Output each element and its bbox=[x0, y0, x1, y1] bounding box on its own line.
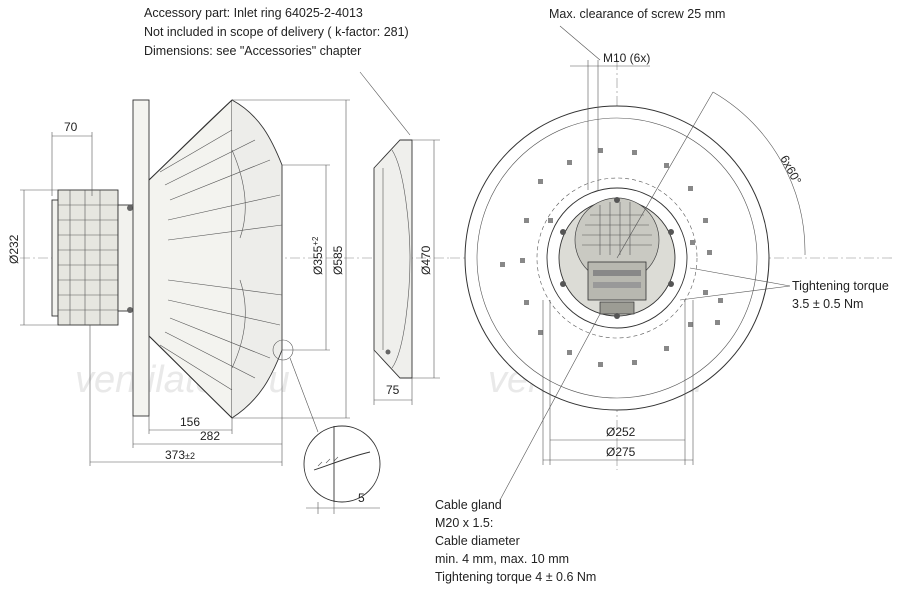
torque-note-1: Tightening torque bbox=[792, 279, 889, 293]
clearance-leader bbox=[559, 25, 601, 61]
cable-gland-leader bbox=[499, 313, 601, 501]
dim-156-label: 156 bbox=[180, 415, 200, 429]
svg-text:Ø355+2: Ø355+2 bbox=[311, 236, 325, 275]
angle-label: 6x60° bbox=[777, 153, 804, 187]
bolt-circle bbox=[536, 177, 698, 339]
inlet-ring bbox=[373, 139, 413, 379]
gland-note-3: Cable diameter bbox=[435, 534, 520, 548]
screw-icon bbox=[385, 349, 391, 355]
dim-470-label: Ø470 bbox=[419, 245, 433, 275]
screw-icon bbox=[560, 229, 566, 235]
m10-label: M10 (6x) bbox=[603, 51, 650, 65]
torque-note-2: 3.5 ± 0.5 Nm bbox=[792, 297, 864, 311]
dim-275-label: Ø275 bbox=[606, 445, 636, 459]
dim-585-label: Ø585 bbox=[331, 245, 345, 275]
cable-gland bbox=[599, 301, 635, 315]
dim-373-label: 373 bbox=[165, 448, 185, 462]
angle-arc bbox=[712, 91, 806, 256]
front-view: M10 (6x) 6x60° Ø252 Ø275 bbox=[450, 25, 892, 501]
accessory-note-3: Dimensions: see "Accessories" chapter bbox=[144, 44, 362, 58]
gland-note-1: Cable gland bbox=[435, 498, 502, 512]
dim-232-label: Ø232 bbox=[7, 234, 21, 264]
terminal-box bbox=[587, 261, 647, 301]
gland-note-5: Tightening torque 4 ± 0.6 Nm bbox=[435, 570, 597, 584]
dim-5-label: 5 bbox=[358, 491, 365, 505]
back-plate bbox=[132, 99, 150, 417]
dim-355-label: Ø355 bbox=[311, 245, 325, 275]
screw-icon bbox=[560, 281, 566, 287]
blade-markers bbox=[500, 148, 723, 367]
screw-icon bbox=[668, 229, 674, 235]
gland-note-2: M20 x 1.5: bbox=[435, 516, 494, 530]
svg-text:373±2: 373±2 bbox=[165, 448, 195, 462]
clearance-note: Max. clearance of screw 25 mm bbox=[549, 7, 726, 21]
dim-355-tolerance: +2 bbox=[311, 236, 320, 246]
accessory-note-1: Accessory part: Inlet ring 64025-2-4013 bbox=[144, 6, 363, 20]
dim-70-label: 70 bbox=[64, 120, 78, 134]
accessory-leader bbox=[359, 71, 411, 136]
gland-note-4: min. 4 mm, max. 10 mm bbox=[435, 552, 570, 566]
side-view: 70 Ø232 Ø355+2 Ø585 Ø470 bbox=[7, 71, 450, 514]
shroud bbox=[231, 99, 283, 419]
motor-body bbox=[57, 189, 119, 326]
dim-373-tolerance: ±2 bbox=[185, 451, 195, 461]
dim-75-label: 75 bbox=[386, 383, 400, 397]
dim-282-label: 282 bbox=[200, 429, 220, 443]
accessory-note-2: Not included in scope of delivery ( k-fa… bbox=[144, 25, 409, 39]
side-dimensions: 70 Ø232 Ø355+2 Ø585 Ø470 bbox=[7, 71, 440, 514]
screw-icon bbox=[127, 307, 133, 313]
screw-icon bbox=[614, 197, 620, 203]
screw-icon bbox=[614, 313, 620, 319]
impeller-side bbox=[148, 98, 294, 420]
dim-252-label: Ø252 bbox=[606, 425, 636, 439]
detail-view bbox=[303, 425, 381, 503]
screw-icon bbox=[127, 205, 133, 211]
screw-icon bbox=[668, 281, 674, 287]
